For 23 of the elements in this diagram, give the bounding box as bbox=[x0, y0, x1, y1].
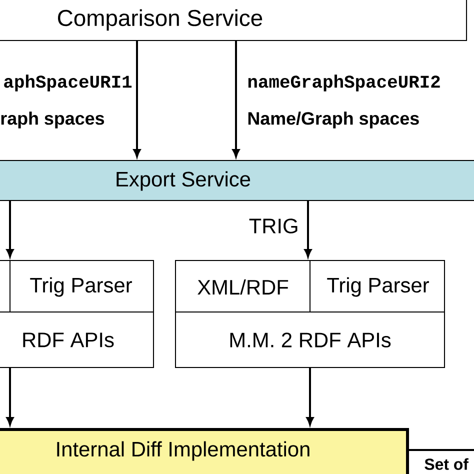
arrow bbox=[6, 368, 14, 426]
component-box bbox=[0, 260, 154, 368]
arrow bbox=[304, 201, 312, 258]
uri-label: aphSpaceURI1 bbox=[4, 74, 132, 92]
arrow bbox=[133, 41, 141, 158]
arrow bbox=[232, 41, 240, 158]
service-band: Export Service bbox=[0, 160, 474, 201]
api-label: RDF APIs bbox=[23, 332, 114, 348]
space-label: raph spaces bbox=[1, 112, 104, 128]
service-box: Comparison Service bbox=[0, 0, 468, 41]
uri-label: nameGraphSpaceURI2 bbox=[248, 74, 440, 92]
format-label: XML/RDF bbox=[198, 279, 288, 295]
implementation-box: Internal Diff Implementation bbox=[0, 428, 410, 474]
arrow bbox=[306, 368, 314, 426]
parser-label: Trig Parser bbox=[30, 277, 132, 297]
parser-label: Trig Parser bbox=[327, 277, 429, 297]
connector-line bbox=[409, 449, 474, 451]
space-label: Name/Graph spaces bbox=[248, 112, 419, 128]
edge-label: TRIG bbox=[248, 218, 300, 234]
api-label: M.M. 2 RDF APIs bbox=[230, 332, 391, 348]
edge-label: Set of bbox=[423, 457, 470, 471]
arrow bbox=[6, 201, 14, 258]
component-box bbox=[174, 260, 446, 368]
